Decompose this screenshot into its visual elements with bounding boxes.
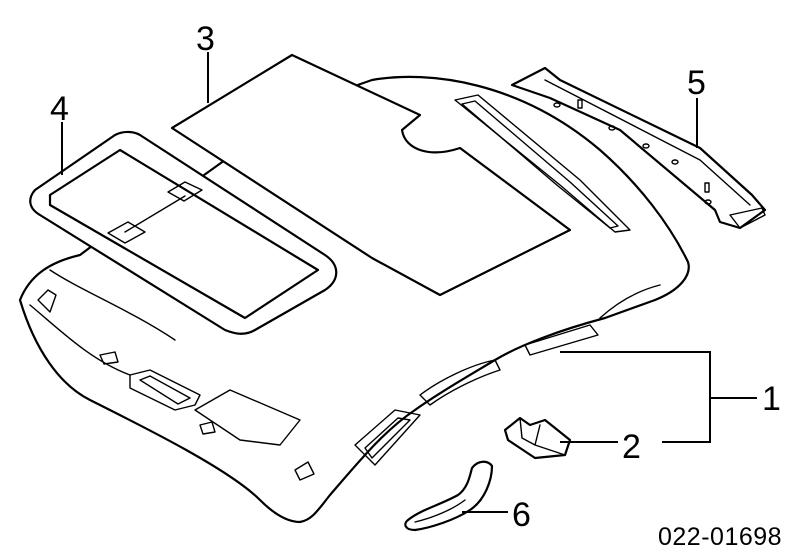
visor-recess-left (129, 369, 201, 411)
grab-handle-part (404, 460, 494, 532)
callout-2: 2 (622, 428, 641, 466)
trim-hole-2 (608, 125, 616, 131)
trim-slot-1 (577, 99, 583, 109)
rear-trim-ridge (544, 79, 751, 206)
insulation-pad-part (170, 53, 572, 297)
insulation-pad-outline (170, 53, 572, 297)
rear-lip-channel-inner (461, 100, 619, 229)
trim-hole-3 (642, 143, 650, 149)
rear-trim-strip-part (510, 66, 767, 230)
frame-tab-link (124, 195, 186, 233)
grab-handle-recess-rear (419, 359, 501, 406)
trim-hole-1 (553, 102, 561, 108)
callout-5: 5 (687, 64, 706, 102)
frame-tab-front (107, 221, 146, 244)
diagram-part-number: 022-01698 (658, 523, 782, 551)
frame-tab-rear (167, 181, 203, 202)
headliner-rear-edge (599, 284, 661, 319)
grab-handle-recess-front (354, 409, 421, 466)
clip-part (503, 416, 572, 460)
leader-lines (61, 52, 757, 513)
trim-hole-4 (671, 159, 679, 165)
clip-body (503, 416, 572, 460)
grab-handle-recess-front-inner (364, 417, 411, 459)
sunroof-frame-inner (48, 148, 320, 320)
callout-1: 1 (762, 380, 781, 418)
grab-handle-body (404, 460, 494, 532)
front-crease (49, 269, 176, 341)
clip-front-right (199, 421, 216, 435)
callout-6: 6 (512, 496, 531, 534)
callout-4: 4 (50, 90, 69, 128)
rear-side-recess (524, 324, 599, 356)
leader-1-bracket (560, 351, 757, 443)
clip-detail (519, 417, 566, 456)
rear-trim-end-cap (729, 207, 766, 229)
sunroof-frame-part (29, 130, 338, 335)
console-mount (194, 389, 301, 446)
callout-labels: 3 4 5 1 2 6 (50, 20, 781, 534)
grab-handle-edge (414, 499, 466, 523)
rear-lip-channel (454, 94, 631, 233)
clip-rear-right (294, 461, 315, 481)
front-edge-line (29, 304, 131, 376)
trim-hole-5 (704, 199, 712, 205)
trim-slot-2 (704, 182, 710, 193)
rear-trim-strip-outline (510, 66, 767, 230)
callout-3: 3 (196, 20, 215, 58)
clip-left (37, 289, 57, 313)
visor-recess-inner (139, 375, 191, 405)
